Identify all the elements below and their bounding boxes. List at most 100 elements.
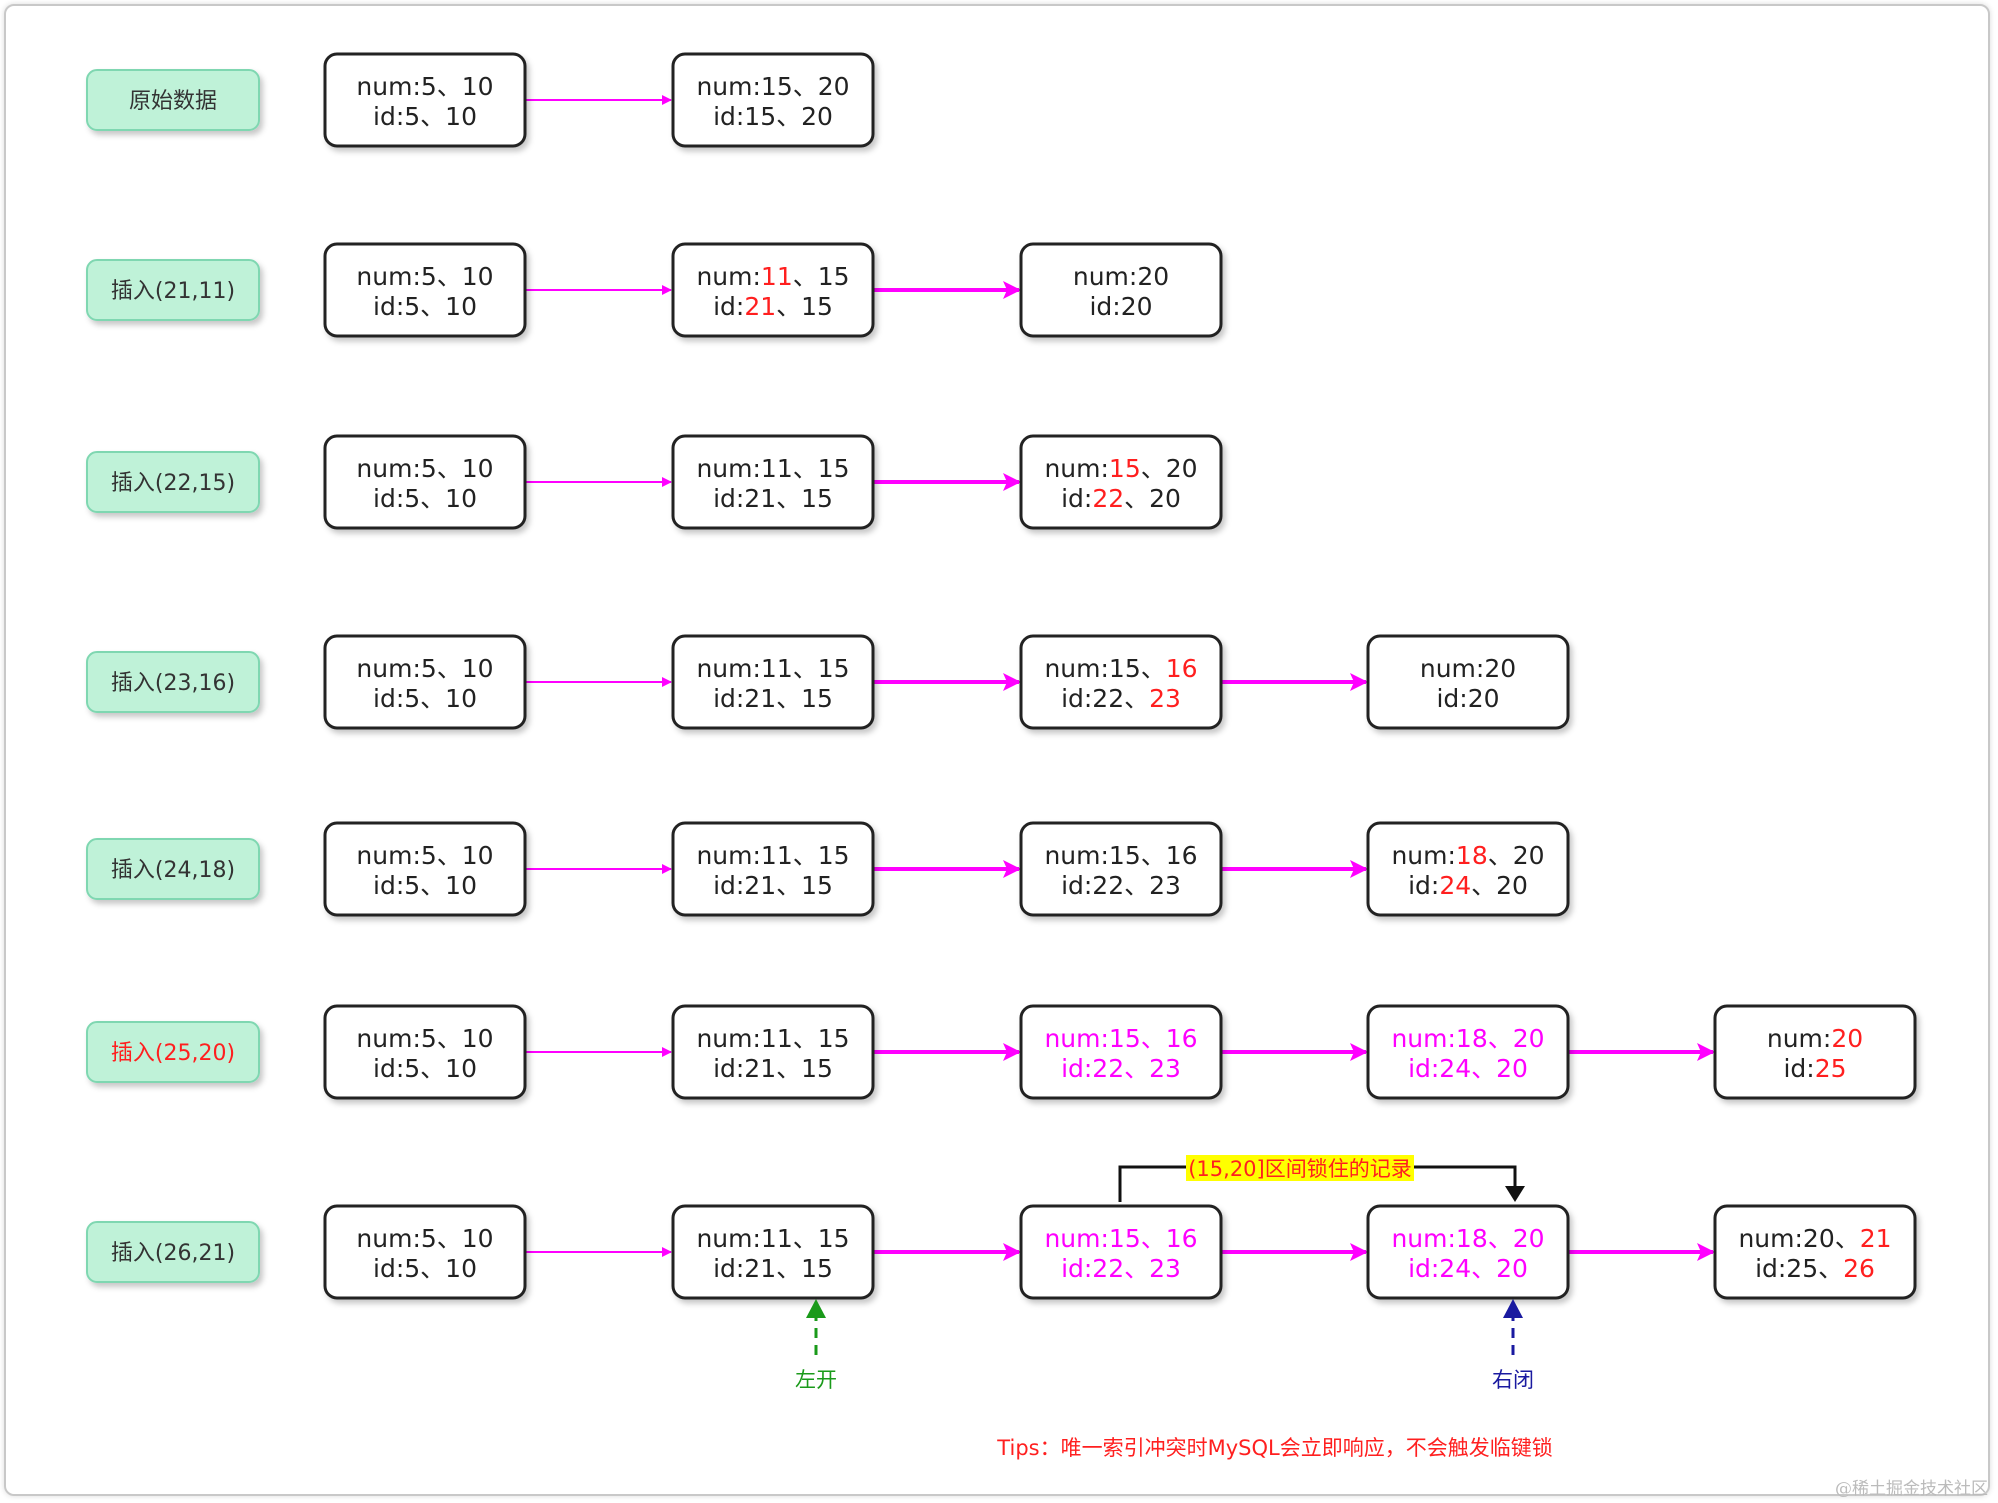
id-line: id:5、10 bbox=[373, 1254, 477, 1283]
record-node-box bbox=[1019, 434, 1223, 530]
changed-value: 18 bbox=[1456, 841, 1488, 870]
lock-range-note: (15,20]区间锁住的记录 bbox=[1188, 1157, 1412, 1181]
record-node-box bbox=[323, 242, 527, 338]
record-node-box bbox=[1713, 1204, 1917, 1300]
id-line: id:21、15 bbox=[713, 684, 833, 713]
id-line: id:5、10 bbox=[373, 484, 477, 513]
row-label-text: 插入(25,20) bbox=[111, 1041, 235, 1066]
right-closed-label: 右闭 bbox=[1492, 1368, 1534, 1392]
record-node-box bbox=[671, 821, 875, 917]
record-node-box bbox=[671, 634, 875, 730]
num-line: num:11、15 bbox=[696, 1024, 849, 1053]
num-line: num:11、15 bbox=[696, 262, 849, 291]
value-text: num:11、15 bbox=[696, 454, 849, 483]
value-text: id:22、23 bbox=[1061, 871, 1181, 900]
value-text: id:22、 bbox=[1061, 684, 1149, 713]
num-line: num:5、10 bbox=[356, 654, 493, 683]
row-label-box bbox=[86, 1021, 260, 1083]
row-label-box bbox=[86, 651, 260, 713]
changed-value: 15 bbox=[1109, 454, 1141, 483]
diagram-frame bbox=[4, 4, 1990, 1496]
value-text: num:15、20 bbox=[696, 72, 849, 101]
value-text: id:21、15 bbox=[713, 1254, 833, 1283]
record-node-box bbox=[323, 434, 527, 530]
id-line: id:5、10 bbox=[373, 684, 477, 713]
value-text: num:20 bbox=[1420, 654, 1516, 683]
id-line: id:21、15 bbox=[713, 292, 833, 321]
num-line: num:18、20 bbox=[1391, 1024, 1544, 1053]
row-label-text: 插入(24,18) bbox=[111, 858, 235, 883]
changed-value: id:22、23 bbox=[1061, 1054, 1181, 1083]
tips-text: Tips：唯一索引冲突时MySQL会立即响应，不会触发临键锁 bbox=[996, 1436, 1552, 1460]
value-text: id: bbox=[713, 292, 744, 321]
num-line: num:15、16 bbox=[1044, 1224, 1197, 1253]
value-text: num:5、10 bbox=[356, 1024, 493, 1053]
watermark: @稀土掘金技术社区 bbox=[1835, 1479, 1988, 1499]
value-text: 、20 bbox=[1488, 841, 1545, 870]
value-text: num: bbox=[1391, 841, 1455, 870]
row-label: 插入(24,18) bbox=[86, 838, 260, 900]
value-text: id:21、15 bbox=[713, 684, 833, 713]
num-line: num:20、21 bbox=[1738, 1224, 1891, 1253]
num-line: num:11、15 bbox=[696, 454, 849, 483]
id-line: id:5、10 bbox=[373, 102, 477, 131]
id-line: id:22、23 bbox=[1061, 684, 1181, 713]
value-text: 、20 bbox=[1141, 454, 1198, 483]
row-2: 插入(22,15)num:5、10id:5、10num:11、15id:21、1… bbox=[86, 434, 1223, 530]
num-line: num:15、20 bbox=[1044, 454, 1197, 483]
row-label: 插入(21,11) bbox=[86, 259, 260, 321]
value-text: id:5、10 bbox=[373, 484, 477, 513]
record-node-box bbox=[323, 1004, 527, 1100]
value-text: id:20 bbox=[1089, 292, 1152, 321]
num-line: num:18、20 bbox=[1391, 1224, 1544, 1253]
value-text: num:15、 bbox=[1044, 654, 1165, 683]
changed-value: 20 bbox=[1831, 1024, 1863, 1053]
value-text: id:5、10 bbox=[373, 871, 477, 900]
num-line: num:20 bbox=[1767, 1024, 1863, 1053]
changed-value: num:18、20 bbox=[1391, 1024, 1544, 1053]
value-text: num: bbox=[1767, 1024, 1831, 1053]
row-label: 插入(23,16) bbox=[86, 651, 260, 713]
id-line: id:25、26 bbox=[1755, 1254, 1875, 1283]
changed-value: 11 bbox=[761, 262, 793, 291]
id-line: id:20 bbox=[1089, 292, 1152, 321]
record-node-box bbox=[1019, 821, 1223, 917]
num-line: num:11、15 bbox=[696, 1224, 849, 1253]
record-node-box bbox=[323, 821, 527, 917]
id-line: id:24、20 bbox=[1408, 871, 1528, 900]
changed-value: id:24、20 bbox=[1408, 1254, 1528, 1283]
changed-value: 26 bbox=[1843, 1254, 1875, 1283]
changed-value: num:18、20 bbox=[1391, 1224, 1544, 1253]
record-node-box bbox=[323, 1204, 527, 1300]
record-node-box bbox=[671, 242, 875, 338]
value-text: id:5、10 bbox=[373, 1254, 477, 1283]
row-label-box bbox=[86, 838, 260, 900]
value-text: id:15、20 bbox=[713, 102, 833, 131]
num-line: num:11、15 bbox=[696, 654, 849, 683]
id-line: id:25 bbox=[1783, 1054, 1846, 1083]
value-text: id:5、10 bbox=[373, 102, 477, 131]
row-5: 插入(25,20)num:5、10id:5、10num:11、15id:21、1… bbox=[86, 1004, 1917, 1100]
value-text: num:11、15 bbox=[696, 1224, 849, 1253]
record-node-box bbox=[1019, 242, 1223, 338]
value-text: num:11、15 bbox=[696, 654, 849, 683]
row-label: 插入(25,20) bbox=[86, 1021, 260, 1083]
num-line: num:20 bbox=[1420, 654, 1516, 683]
value-text: num:15、16 bbox=[1044, 841, 1197, 870]
num-line: num:20 bbox=[1073, 262, 1169, 291]
value-text: num:5、10 bbox=[356, 654, 493, 683]
num-line: num:5、10 bbox=[356, 1024, 493, 1053]
record-node-box bbox=[671, 52, 875, 148]
num-line: num:5、10 bbox=[356, 1224, 493, 1253]
